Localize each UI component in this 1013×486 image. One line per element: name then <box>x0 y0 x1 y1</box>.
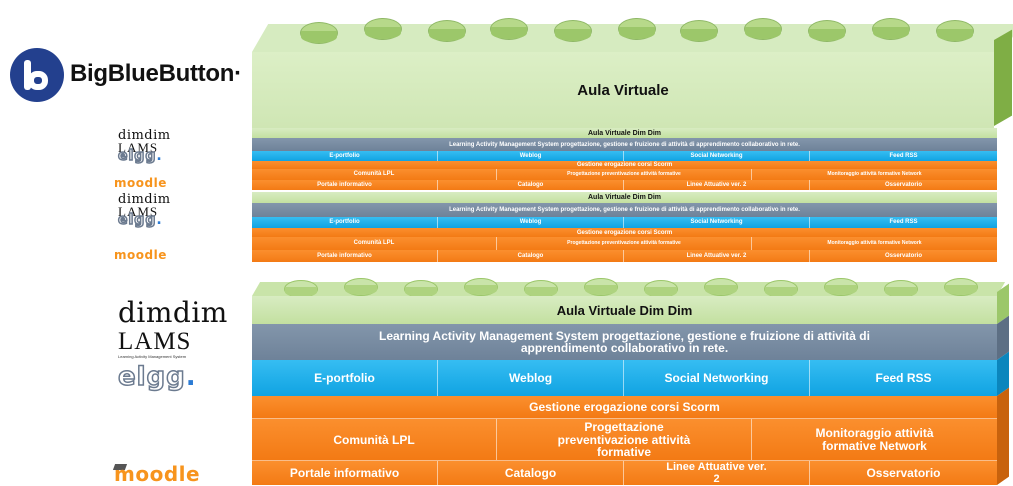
dimdim-logo: dimdim <box>118 296 228 329</box>
brick-label: Aula Virtuale <box>577 81 669 99</box>
mini1-catalogo: Catalogo <box>438 180 624 190</box>
bigbluebutton-icon <box>10 48 64 102</box>
mini2-feed: Feed RSS <box>889 219 918 226</box>
mini2-portale: Portale informativo <box>252 250 438 262</box>
mini1-progettazione: Progettazione preventivazione attività f… <box>497 169 752 180</box>
lams-row: Learning Activity Management System prog… <box>252 324 997 360</box>
community-row: Comunità LPL Progettazione preventivazio… <box>252 418 997 461</box>
bigbluebutton-brand: BigBlueButton· <box>70 60 242 88</box>
mini1-lams-label: Learning Activity Management System prog… <box>449 141 800 148</box>
mini2-eportfolio: E-portfolio <box>252 217 438 228</box>
dimdim-logo: dimdim <box>118 192 171 207</box>
mini1-osservatorio: Osservatorio <box>884 181 923 188</box>
portale-cell: Portale informativo <box>252 461 438 486</box>
scorm-row: Gestione erogazione corsi Scorm <box>252 396 997 418</box>
mini2-comunita: Comunità LPL <box>252 237 497 250</box>
aula-dim-dim-row: Aula Virtuale Dim Dim <box>252 296 997 324</box>
scorm-label: Gestione erogazione corsi Scorm <box>529 400 720 414</box>
moodle-logo: moodle <box>112 462 201 486</box>
mini1-feed: Feed RSS <box>889 152 918 159</box>
mini1-scorm: Gestione erogazione corsi Scorm <box>576 162 673 168</box>
elgg-logo: elgg. <box>117 211 163 229</box>
mini2-monitoraggio: Monitoraggio attività formative Network <box>827 239 922 246</box>
mini1-comunita: Comunità LPL <box>252 169 497 180</box>
moodle-logo: moodle <box>114 176 167 190</box>
elgg-logo: elgg. <box>117 361 197 393</box>
monitoraggio-cell: Monitoraggio attività formative Network <box>815 426 934 453</box>
osservatorio-cell: Osservatorio <box>866 466 941 481</box>
mini1-portale: Portale informativo <box>252 180 438 190</box>
moodle-logo: moodle <box>114 248 167 262</box>
mini-stack-2: Aula Virtuale Dim Dim Learning Activity … <box>252 192 1012 262</box>
mini2-osservatorio: Osservatorio <box>884 252 923 259</box>
lams-logo: LAMS Learning Activity Management System <box>118 328 192 359</box>
mini2-linee: Linee Attuative ver. 2 <box>624 250 810 262</box>
mini2-aula-label: Aula Virtuale Dim Dim <box>587 194 661 201</box>
lams-logo: LAMS <box>118 140 159 155</box>
elgg-logo: elgg. <box>117 147 163 165</box>
mini2-social: Social Networking <box>624 217 810 228</box>
mini2-progettazione: Progettazione preventivazione attività f… <box>497 237 752 250</box>
brand-name: BigBlueButton <box>70 60 235 87</box>
eportfolio-cell: E-portfolio <box>252 360 438 396</box>
mini1-linee: Linee Attuative ver. 2 <box>624 180 810 190</box>
mini1-eportfolio: E-portfolio <box>252 151 438 161</box>
lams-logo: LAMS <box>118 204 159 219</box>
brand-mark: · <box>234 60 242 87</box>
mini1-social: Social Networking <box>624 151 810 161</box>
feed-rss-cell: Feed RSS <box>875 370 932 385</box>
mini-stack-1: Aula Virtuale Dim Dim Learning Activity … <box>252 128 1012 190</box>
mini1-monitoraggio: Monitoraggio attività formative Network <box>827 170 922 177</box>
orange-row-side <box>997 387 1009 485</box>
dimdim-logo: dimdim <box>118 128 171 143</box>
social-networking-cell: Social Networking <box>624 360 810 396</box>
mini2-catalogo: Catalogo <box>438 250 624 262</box>
mini1-weblog: Weblog <box>438 151 624 161</box>
mini1-aula-label: Aula Virtuale Dim Dim <box>587 129 661 137</box>
moodle-row: Portale informativo Catalogo Linee Attua… <box>252 460 997 486</box>
linee-attuative-cell: Linee Attuative ver. 2 <box>624 461 810 486</box>
mini2-scorm: Gestione erogazione corsi Scorm <box>576 229 673 236</box>
mini2-lams-label: Learning Activity Management System prog… <box>449 207 800 213</box>
elgg-row: E-portfolio Weblog Social Networking Fee… <box>252 360 997 396</box>
lams-label: Learning Activity Management System prog… <box>379 329 870 355</box>
aula-dim-dim-label: Aula Virtuale Dim Dim <box>556 302 693 318</box>
catalogo-cell: Catalogo <box>438 461 624 486</box>
main-stack-studs <box>252 272 1012 298</box>
comunita-lpl-cell: Comunità LPL <box>252 419 497 461</box>
aula-virtuale-brick: Aula Virtuale <box>252 10 1013 130</box>
progettazione-cell: Progettazione preventivazione attività f… <box>497 419 752 461</box>
mini2-weblog: Weblog <box>438 217 624 228</box>
weblog-cell: Weblog <box>438 360 624 396</box>
